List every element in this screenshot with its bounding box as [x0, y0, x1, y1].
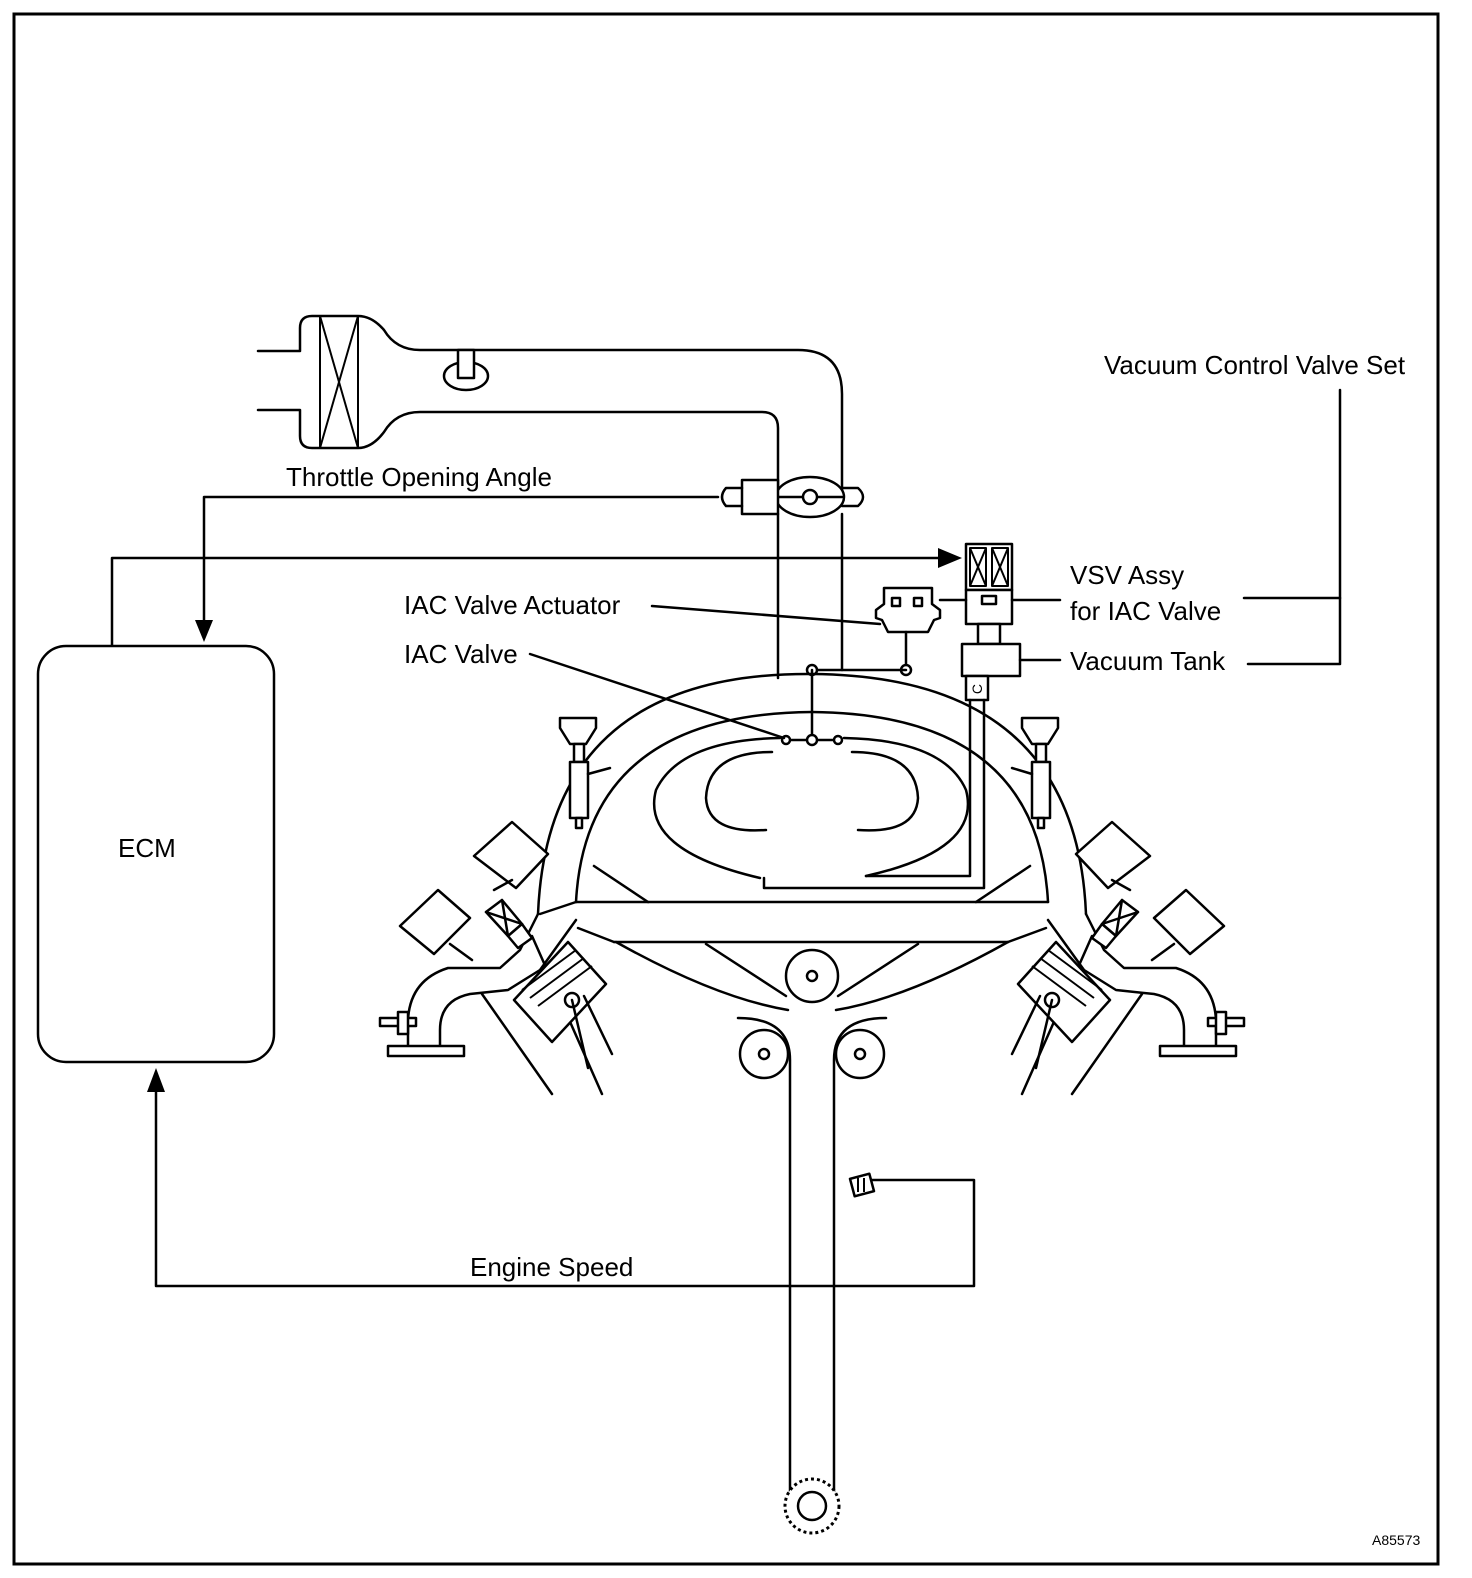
- vacuum-control-valve-set-label: Vacuum Control Valve Set: [1104, 350, 1406, 380]
- vacuum-line-2: [762, 698, 986, 890]
- iac-valve-linkage: [780, 663, 908, 747]
- svg-text:C: C: [969, 684, 985, 694]
- air-cleaner: [256, 314, 844, 492]
- outer-frame: [12, 12, 1440, 1566]
- ecm-box: [36, 644, 276, 1064]
- throttle-opening-angle-label: Throttle Opening Angle: [286, 462, 552, 492]
- figure-id: A85573: [1372, 1532, 1421, 1548]
- throttle-body: [720, 475, 865, 519]
- leader-vacuum-control-set: [1246, 388, 1342, 666]
- vacuum-line-1: [864, 698, 972, 878]
- engine-speed-label: Engine Speed: [470, 1252, 634, 1282]
- leader-iac-valve: [528, 652, 786, 740]
- vacuum-tank: C: [960, 642, 1022, 702]
- vsv-assy-sublabel: for IAC Valve: [1070, 596, 1222, 626]
- left-injector: [558, 716, 612, 830]
- engine-speed-arrow: [147, 1068, 165, 1092]
- vacuum-tank-label: Vacuum Tank: [1070, 646, 1226, 676]
- engine-speed-signal-line: [154, 1090, 976, 1288]
- right-cylinder-bank: [1010, 820, 1246, 1096]
- ecm-vsv-arrow: [938, 548, 962, 568]
- iac-valve-actuator-label: IAC Valve Actuator: [404, 590, 621, 620]
- ecm-label: ECM: [118, 833, 176, 863]
- right-injector: [1010, 716, 1060, 830]
- iac-valve-actuator: [874, 586, 942, 677]
- leader-iac-actuator: [650, 604, 882, 626]
- timing-drive: [614, 940, 1010, 1535]
- left-cylinder-bank: [378, 820, 614, 1096]
- vsv-assy: [964, 542, 1014, 646]
- throttle-signal-line: [202, 495, 720, 622]
- crank-position-sensor: [848, 1172, 876, 1198]
- vsv-assy-label: VSV Assy: [1070, 560, 1185, 590]
- ecm-vsv-signal-line: [110, 556, 942, 648]
- throttle-signal-arrow: [195, 620, 213, 642]
- iac-valve-label: IAC Valve: [404, 639, 518, 669]
